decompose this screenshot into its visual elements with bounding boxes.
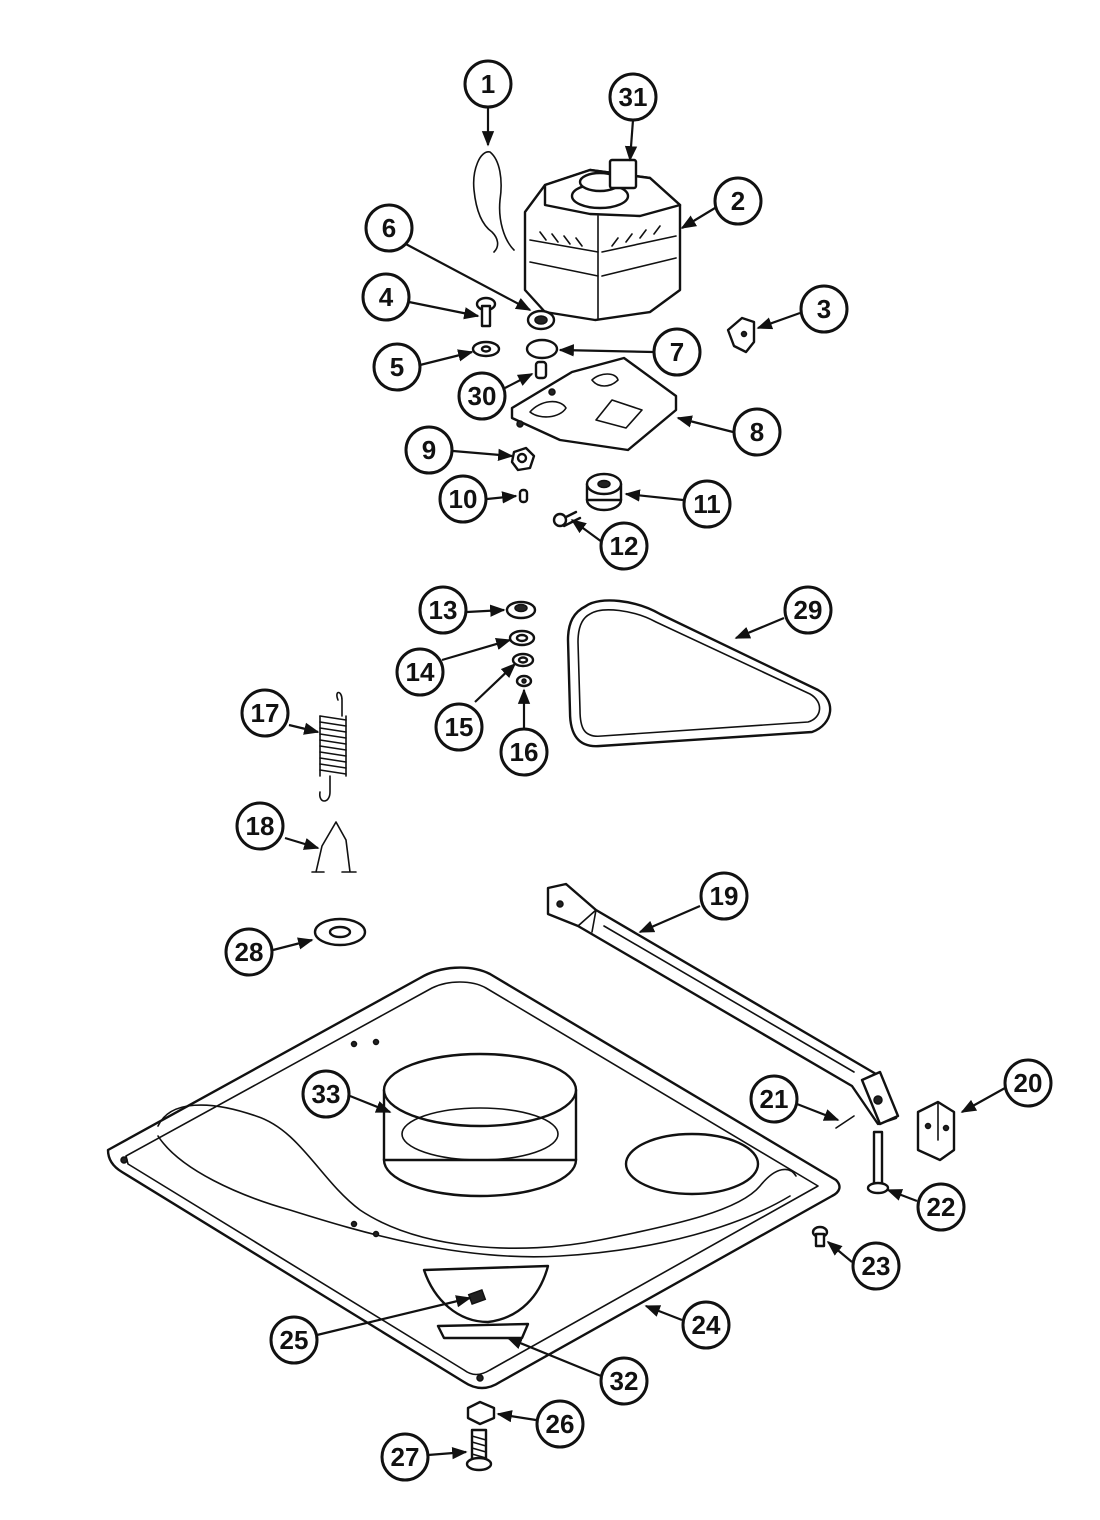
callout-18: 18 [235, 801, 285, 851]
svg-text:21: 21 [760, 1084, 789, 1114]
drive-motor-part [523, 158, 682, 322]
callout-25: 25 [269, 1315, 319, 1365]
pin-part [518, 488, 529, 504]
screw-base-part [811, 1225, 829, 1248]
svg-text:5: 5 [390, 352, 404, 382]
callout-23: 23 [851, 1241, 901, 1291]
svg-text:17: 17 [251, 698, 280, 728]
drain-hole-part [624, 1132, 760, 1196]
svg-text:4: 4 [379, 282, 394, 312]
svg-text:22: 22 [927, 1192, 956, 1222]
grommet-part [526, 309, 556, 331]
spring-clip-part [311, 821, 357, 873]
callout-12: 12 [599, 521, 649, 571]
callout-3: 3 [799, 284, 849, 334]
tub-ring-part [382, 1052, 578, 1198]
callout-11: 11 [682, 479, 732, 529]
svg-text:13: 13 [429, 595, 458, 625]
callout-8: 8 [732, 407, 782, 457]
corner-bracket-part [916, 1100, 956, 1162]
callout-26: 26 [535, 1399, 585, 1449]
callout-21: 21 [749, 1074, 799, 1124]
svg-text:7: 7 [670, 337, 684, 367]
svg-text:20: 20 [1014, 1068, 1043, 1098]
callout-32: 32 [599, 1356, 649, 1406]
spacer-part [534, 360, 548, 380]
bolt-part [465, 1428, 493, 1472]
callout-22: 22 [916, 1182, 966, 1232]
callout-20: 20 [1003, 1058, 1053, 1108]
callout-24: 24 [681, 1300, 731, 1350]
spring-part [319, 691, 347, 802]
svg-text:10: 10 [449, 484, 478, 514]
svg-text:23: 23 [862, 1251, 891, 1281]
callout-1: 1 [463, 59, 513, 109]
svg-text:33: 33 [312, 1079, 341, 1109]
screw-part [475, 296, 497, 328]
svg-text:31: 31 [619, 82, 648, 112]
nut-part [510, 446, 536, 472]
callout-6: 6 [364, 203, 414, 253]
callout-9: 9 [404, 425, 454, 475]
callout-7: 7 [652, 327, 702, 377]
callout-5: 5 [372, 342, 422, 392]
callout-16: 16 [499, 727, 549, 777]
callout-29: 29 [783, 585, 833, 635]
svg-text:29: 29 [794, 595, 823, 625]
svg-text:24: 24 [692, 1310, 721, 1340]
svg-text:27: 27 [391, 1442, 420, 1472]
leader-lines [272, 108, 1006, 1460]
mounting-plate-part [510, 356, 678, 452]
callout-17: 17 [240, 688, 290, 738]
svg-text:1: 1 [481, 69, 495, 99]
washer-part [471, 340, 501, 358]
hex-nut-part [466, 1400, 496, 1426]
bracket-part [726, 316, 756, 354]
large-washer-part [313, 917, 367, 947]
callout-10: 10 [438, 474, 488, 524]
wire-clip-part [472, 151, 515, 253]
callout-27: 27 [380, 1432, 430, 1482]
callout-2: 2 [713, 176, 763, 226]
access-cover-part [422, 1264, 550, 1340]
washer-stack-part [505, 600, 537, 688]
svg-text:11: 11 [693, 489, 721, 519]
support-bar-part [546, 882, 900, 1126]
svg-text:30: 30 [468, 381, 497, 411]
cotter-pin-part [835, 1115, 855, 1129]
svg-text:8: 8 [750, 417, 764, 447]
svg-text:32: 32 [610, 1366, 639, 1396]
callout-31: 31 [608, 72, 658, 122]
callout-13: 13 [418, 585, 468, 635]
svg-text:25: 25 [280, 1325, 309, 1355]
svg-text:26: 26 [546, 1409, 575, 1439]
svg-text:15: 15 [445, 712, 474, 742]
callout-28: 28 [224, 927, 274, 977]
callout-14: 14 [395, 647, 445, 697]
callout-30: 30 [457, 371, 507, 421]
svg-text:28: 28 [235, 937, 264, 967]
svg-text:14: 14 [406, 657, 435, 687]
drive-belt-part [566, 599, 832, 748]
callout-15: 15 [434, 702, 484, 752]
svg-text:12: 12 [610, 531, 639, 561]
ring-part [525, 338, 559, 360]
svg-text:19: 19 [710, 881, 739, 911]
svg-text:18: 18 [246, 811, 275, 841]
leveling-leg-part [866, 1130, 890, 1195]
callout-33: 33 [301, 1069, 351, 1119]
svg-text:6: 6 [382, 213, 396, 243]
svg-text:2: 2 [731, 186, 745, 216]
svg-text:9: 9 [422, 435, 436, 465]
callout-4: 4 [361, 272, 411, 322]
bushing-part [585, 472, 623, 512]
svg-text:16: 16 [510, 737, 539, 767]
callout-19: 19 [699, 871, 749, 921]
svg-text:3: 3 [817, 294, 831, 324]
